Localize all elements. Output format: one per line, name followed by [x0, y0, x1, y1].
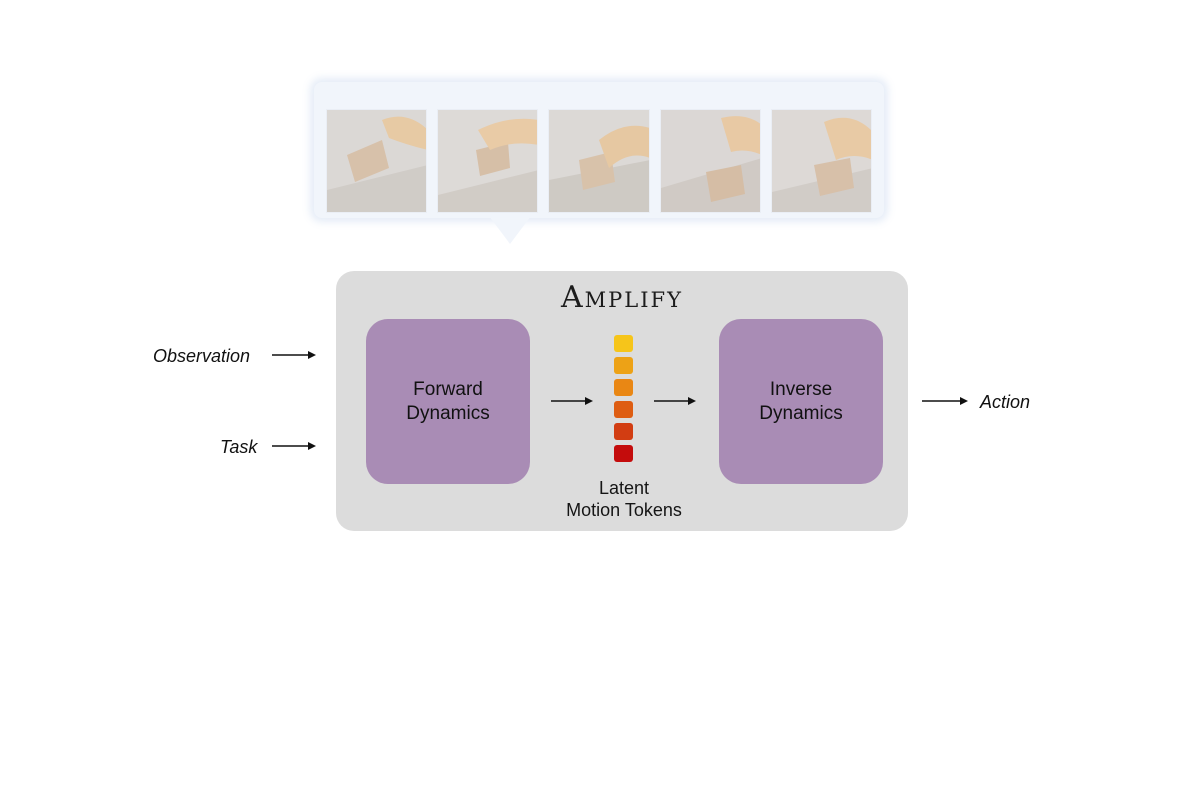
latent-token	[614, 401, 633, 418]
inverse-label-line1: Inverse	[769, 378, 833, 400]
task-arrow	[272, 442, 316, 450]
action-label: Action	[980, 392, 1031, 412]
action-arrow	[922, 397, 968, 405]
task-label: Task	[220, 437, 258, 457]
observation-arrow	[272, 351, 316, 359]
forward-label-line2: Dynamics	[406, 402, 490, 424]
forward-label-line1: Forward	[413, 378, 483, 400]
inverse-label-line2: Dynamics	[759, 402, 843, 424]
latent-label-line2: Motion Tokens	[566, 500, 682, 520]
video-frame	[770, 109, 873, 213]
diagram-title: Amplify	[561, 280, 683, 315]
video-frame	[548, 109, 650, 213]
video-frame	[326, 109, 428, 213]
latent-token	[614, 335, 633, 352]
observation-label: Observation	[153, 346, 251, 366]
tokens-to-inverse-arrow	[654, 397, 696, 405]
inverse-dynamics-block: Inverse Dynamics	[719, 319, 883, 484]
video-frame	[659, 109, 761, 213]
frame-strip-pointer	[486, 212, 534, 244]
latent-token	[614, 423, 633, 440]
forward-to-tokens-arrow	[551, 397, 593, 405]
forward-dynamics-block: Forward Dynamics	[366, 319, 530, 484]
latent-label-line1: Latent	[598, 478, 650, 498]
latent-token	[614, 445, 633, 462]
latent-motion-tokens-label: Latent Motion Tokens	[540, 477, 708, 521]
latent-token	[614, 379, 633, 396]
video-frames	[326, 109, 873, 213]
video-frame	[437, 109, 539, 213]
latent-token	[614, 357, 633, 374]
